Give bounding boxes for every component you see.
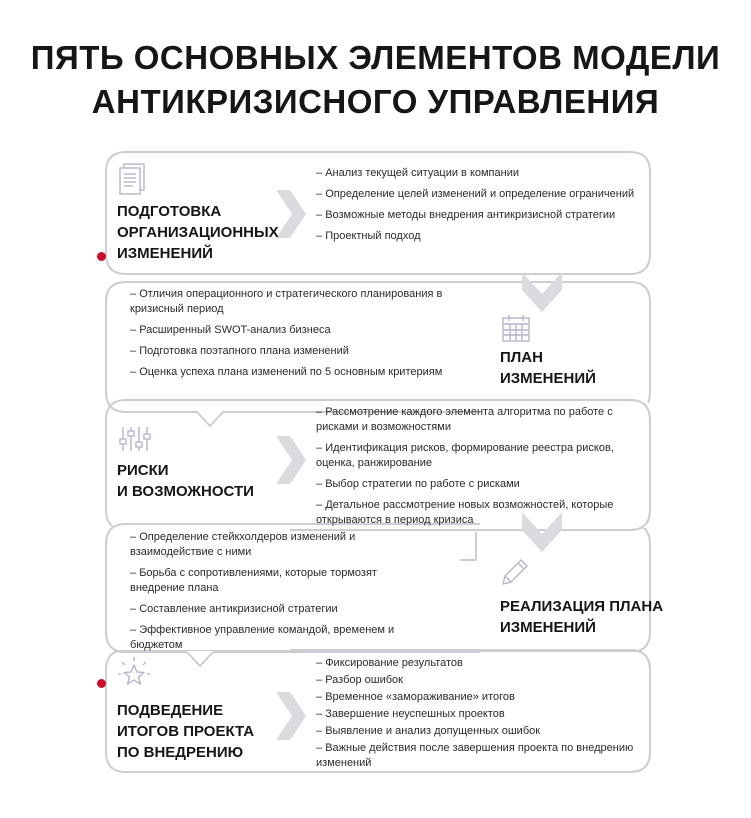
stage-2-label-line: ПЛАН xyxy=(500,349,543,366)
stage-4-label-line: РЕАЛИЗАЦИЯ ПЛАНА xyxy=(500,598,664,615)
list-item: Подготовка поэтапного плана изменений xyxy=(130,344,462,359)
stage-2-label-line: ИЗМЕНЕНИЙ xyxy=(500,370,596,387)
stage-5-label-line: ПО ВНЕДРЕНИЮ xyxy=(117,744,244,761)
stage-4-list: Определение стейкхолдеров изменений и вз… xyxy=(130,530,420,659)
list-item: Борьба с сопротивлениями, которые тормоз… xyxy=(130,566,420,596)
stage-1-label-line: ПОДГОТОВКА xyxy=(117,203,222,220)
list-item: Определение стейкхолдеров изменений и вз… xyxy=(130,530,420,560)
list-item: Завершение неуспешных проектов xyxy=(316,707,642,722)
list-item: Детальное рассмотрение новых возможносте… xyxy=(316,498,642,528)
list-item: Возможные методы внедрения антикризисной… xyxy=(316,208,642,223)
pointer-3 xyxy=(460,532,477,561)
list-item: Выбор стратегии по работе с рисками xyxy=(316,477,642,492)
stage-3-list: Рассмотрение каждого элемента алгоритма … xyxy=(316,405,642,534)
list-item: Идентификация рисков, формирование реест… xyxy=(316,441,642,471)
list-item: Выявление и анализ допущенных ошибок xyxy=(316,724,642,739)
chevron-1 xyxy=(276,190,306,238)
stage-5-list: Фиксирование результатов Разбор ошибок В… xyxy=(316,656,642,773)
documents-icon xyxy=(119,163,145,195)
list-item: Рассмотрение каждого элемента алгоритма … xyxy=(316,405,642,435)
sparkle-star-icon xyxy=(118,657,150,685)
list-item: Важные действия после завершения проекта… xyxy=(316,741,642,771)
stage-1-label: ПОДГОТОВКА ОРГАНИЗАЦИОННЫХ ИЗМЕНЕНИЙ xyxy=(117,201,279,264)
stage-5-marker-dot xyxy=(97,679,106,688)
stage-4-label: РЕАЛИЗАЦИЯ ПЛАНА ИЗМЕНЕНИЙ xyxy=(500,596,663,638)
chevron-4 xyxy=(522,512,562,552)
list-item: Проектный подход xyxy=(316,229,642,244)
stage-5-label-line: ИТОГОВ ПРОЕКТА xyxy=(117,723,255,740)
title-line-1: ПЯТЬ ОСНОВНЫХ ЭЛЕМЕНТОВ МОДЕЛИ xyxy=(30,39,721,76)
list-item: Составление антикризисной стратегии xyxy=(130,602,420,617)
list-item: Разбор ошибок xyxy=(316,673,642,688)
list-item: Временное «замораживание» итогов xyxy=(316,690,642,705)
page-title: ПЯТЬ ОСНОВНЫХ ЭЛЕМЕНТОВ МОДЕЛИ АНТИКРИЗИ… xyxy=(0,36,751,124)
stage-1-label-line: ИЗМЕНЕНИЙ xyxy=(117,245,213,262)
list-item: Определение целей изменений и определени… xyxy=(316,187,642,202)
stage-2-label: ПЛАН ИЗМЕНЕНИЙ xyxy=(500,347,596,389)
pointer-4 xyxy=(185,650,215,667)
chevron-3 xyxy=(276,436,306,484)
pencil-icon xyxy=(502,559,528,585)
list-item: Оценка успеха плана изменений по 5 основ… xyxy=(130,365,462,380)
stage-5-label: ПОДВЕДЕНИЕ ИТОГОВ ПРОЕКТА ПО ВНЕДРЕНИЮ xyxy=(117,700,254,763)
stage-1-card xyxy=(105,151,651,275)
list-item: Анализ текущей ситуации в компании xyxy=(316,166,642,181)
stage-5-label-line: ПОДВЕДЕНИЕ xyxy=(117,702,224,719)
list-item: Эффективное управление командой, времене… xyxy=(130,623,420,653)
title-line-2: АНТИКРИЗИСНОГО УПРАВЛЕНИЯ xyxy=(91,83,660,120)
stage-1-marker-dot xyxy=(97,252,106,261)
list-item: Отличия операционного и стратегического … xyxy=(130,287,462,317)
list-item: Фиксирование результатов xyxy=(316,656,642,671)
chevron-2 xyxy=(522,272,562,312)
stage-3-label-line: И ВОЗМОЖНОСТИ xyxy=(117,483,254,500)
calendar-icon xyxy=(502,315,530,342)
stage-3-label: РИСКИ И ВОЗМОЖНОСТИ xyxy=(117,460,254,502)
stage-1-list: Анализ текущей ситуации в компании Опред… xyxy=(316,166,642,250)
stage-1-label-line: ОРГАНИЗАЦИОННЫХ xyxy=(117,224,279,241)
stage-2-list: Отличия операционного и стратегического … xyxy=(130,287,462,386)
list-item: Расширенный SWOT-анализ бизнеса xyxy=(130,323,462,338)
sliders-icon xyxy=(119,427,151,451)
stage-3-label-line: РИСКИ xyxy=(117,462,169,479)
chevron-5 xyxy=(276,692,306,740)
stage-4-label-line: ИЗМЕНЕНИЙ xyxy=(500,619,596,636)
pointer-2 xyxy=(195,410,225,427)
